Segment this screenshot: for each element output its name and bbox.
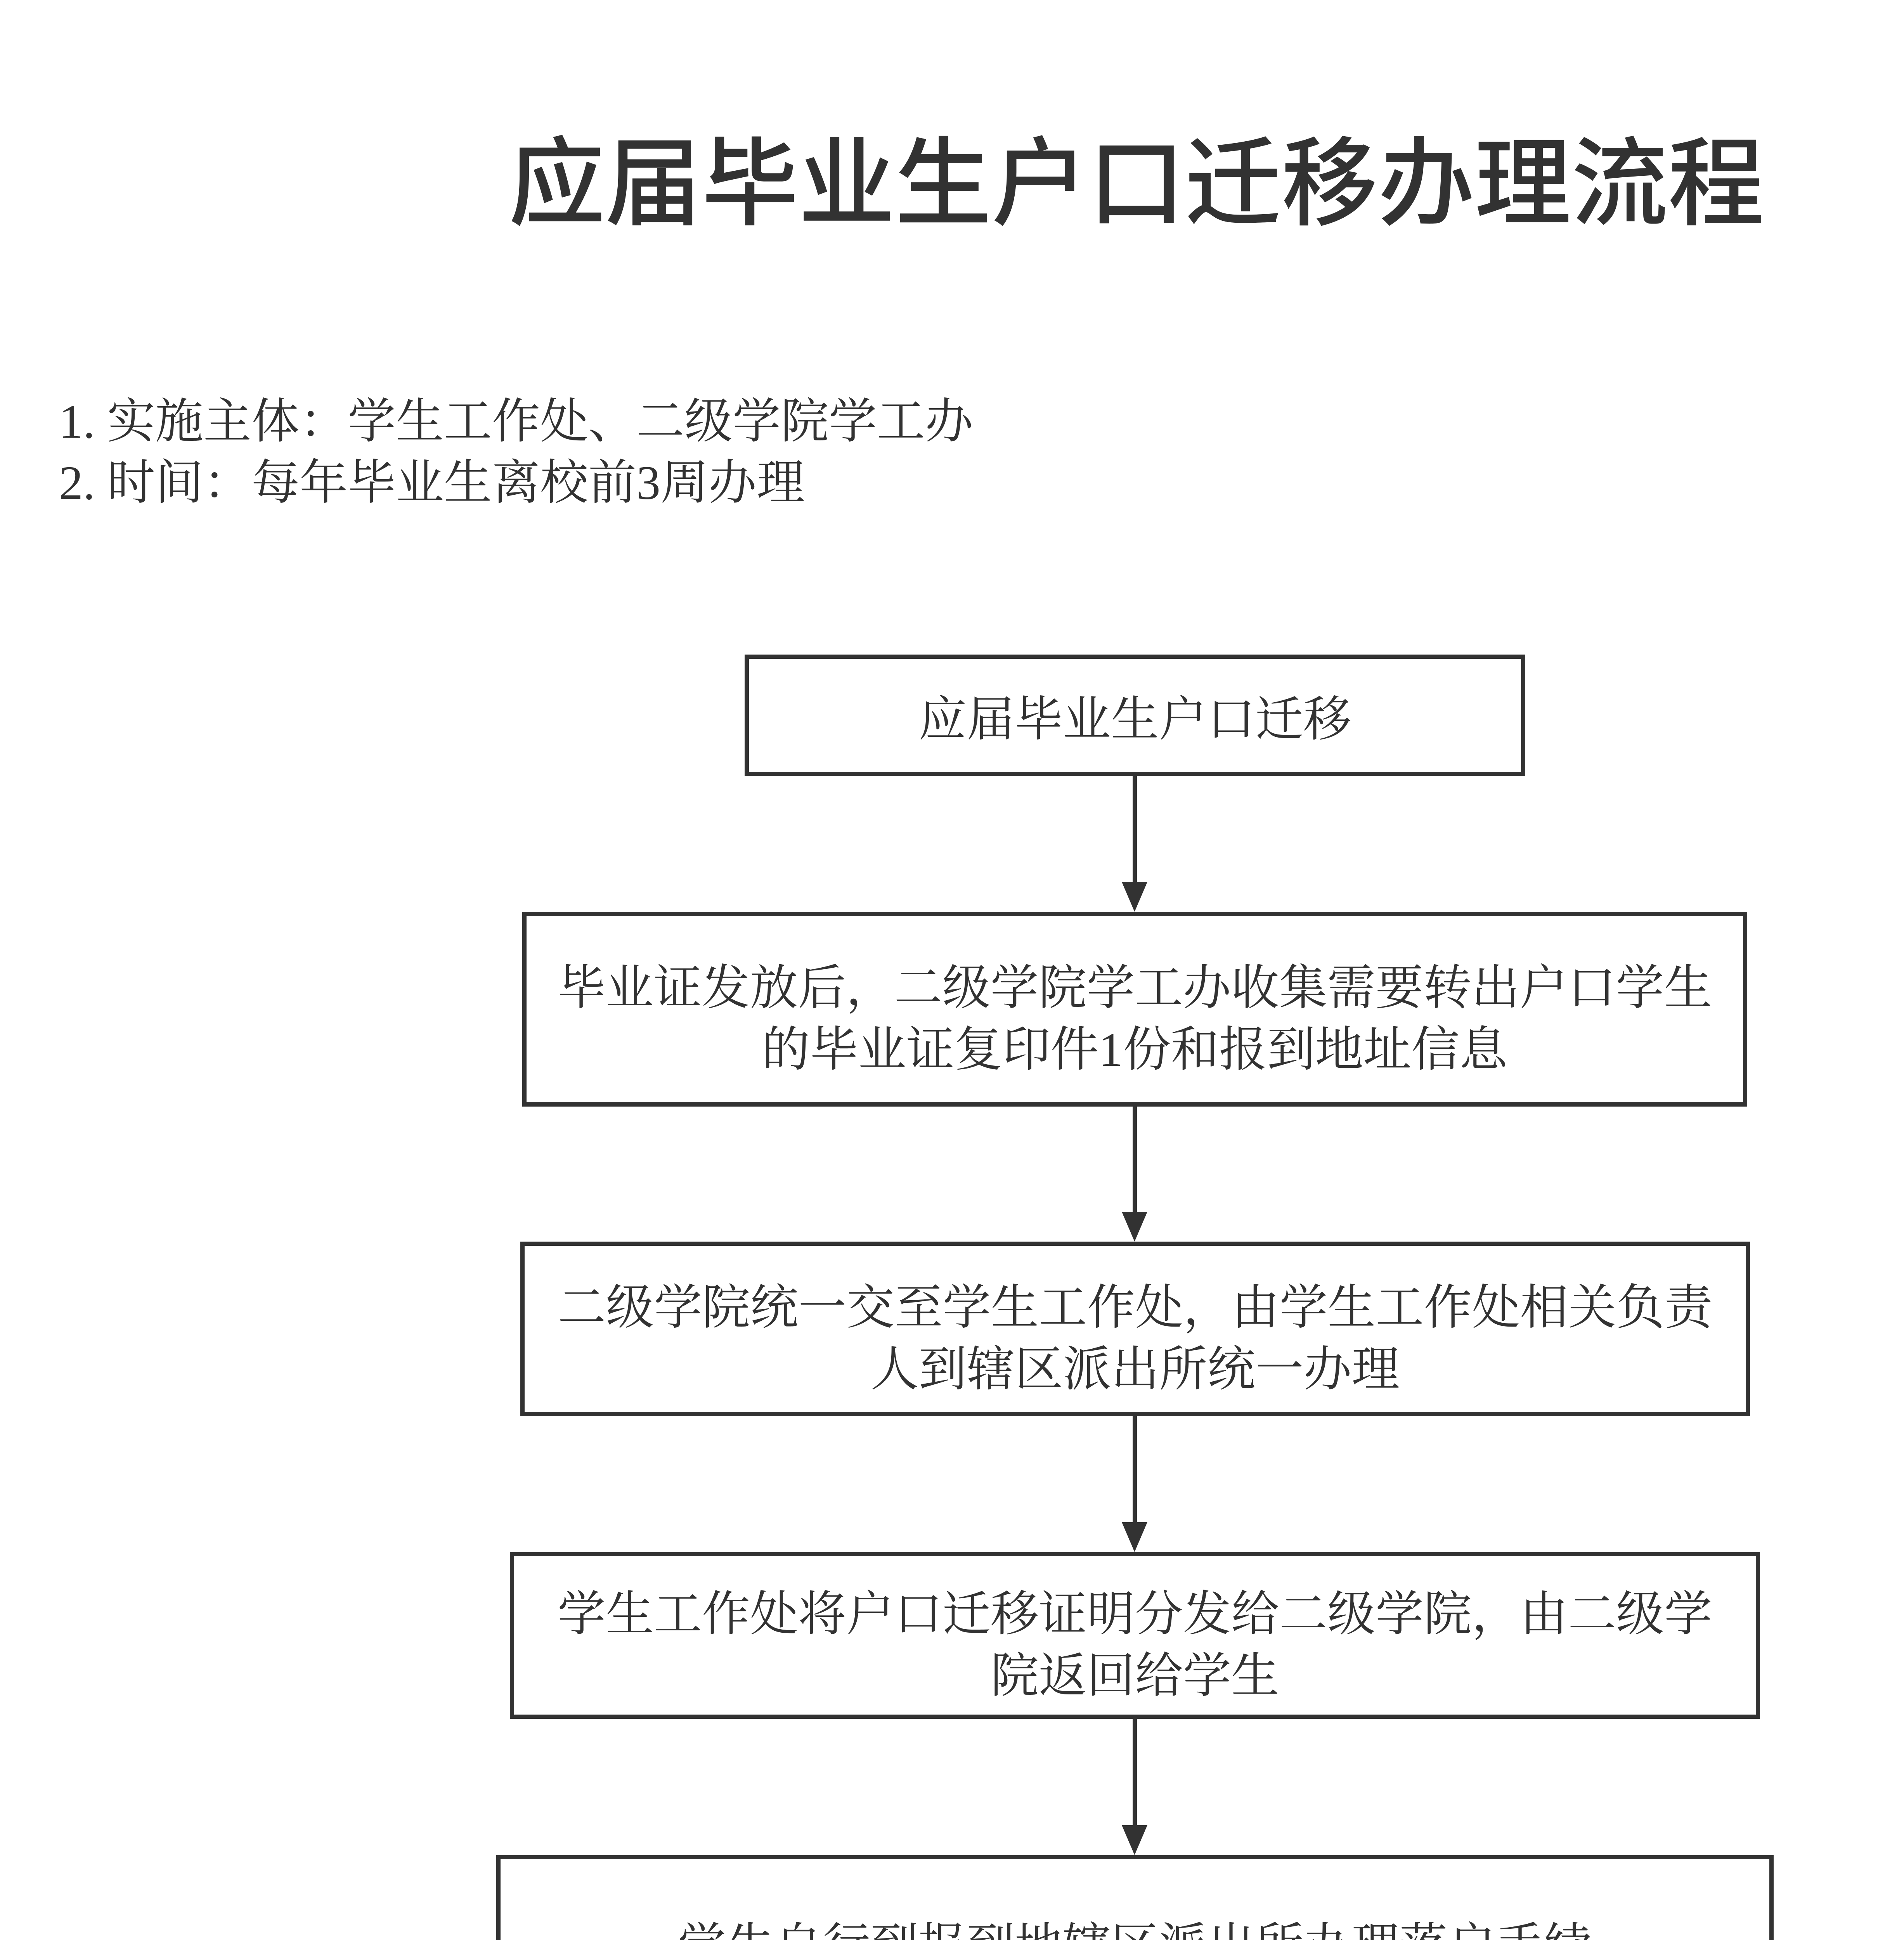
flow-node-collect-text: 毕业证发放后，二级学院学工办收集需要转出户口学生的毕业证复印件1份和报到地址信息 xyxy=(557,961,1712,1076)
flow-node-settle-text: 学生自行到报到地辖区派出所办理落户手续 xyxy=(678,1896,1592,1940)
arrow-head-icon xyxy=(1122,1825,1147,1855)
arrow-stem xyxy=(1133,1107,1137,1214)
note-time: 2. 时间：每年毕业生离校前3周办理 xyxy=(59,456,805,509)
flow-node-start-text: 应届毕业生户口迁移 xyxy=(918,693,1351,746)
flow-arrow-1 xyxy=(1122,776,1148,912)
arrow-stem xyxy=(1133,776,1137,884)
flow-arrow-2 xyxy=(1122,1107,1148,1242)
flow-node-distribute-text: 学生工作处将户口迁移证明分发给二级学院，由二级学院返回给学生 xyxy=(557,1588,1712,1703)
notes-block: 1. 实施主体：学生工作处、二级学院学工办 2. 时间：每年毕业生离校前3周办理 xyxy=(59,391,973,514)
arrow-stem xyxy=(1133,1416,1137,1524)
flow-node-submit-text: 二级学院统一交至学生工作处，由学生工作处相关负责人到辖区派出所统一办理 xyxy=(558,1281,1713,1396)
flow-node-submit: 二级学院统一交至学生工作处，由学生工作处相关负责人到辖区派出所统一办理 xyxy=(520,1242,1750,1416)
arrow-head-icon xyxy=(1122,1522,1147,1552)
flow-node-distribute: 学生工作处将户口迁移证明分发给二级学院，由二级学院返回给学生 xyxy=(510,1552,1760,1719)
arrow-head-icon xyxy=(1122,1212,1147,1242)
arrow-head-icon xyxy=(1122,882,1147,912)
flow-node-collect: 毕业证发放后，二级学院学工办收集需要转出户口学生的毕业证复印件1份和报到地址信息 xyxy=(522,912,1747,1107)
note-implementer: 1. 实施主体：学生工作处、二级学院学工办 xyxy=(59,395,974,448)
page-title: 应届毕业生户口迁移办理流程 xyxy=(508,130,1765,238)
flow-arrow-4 xyxy=(1122,1719,1148,1855)
arrow-stem xyxy=(1133,1719,1137,1827)
flow-arrow-3 xyxy=(1122,1416,1148,1552)
flow-node-settle: 学生自行到报到地辖区派出所办理落户手续 xyxy=(496,1855,1774,1940)
flow-node-start: 应届毕业生户口迁移 xyxy=(745,655,1525,776)
